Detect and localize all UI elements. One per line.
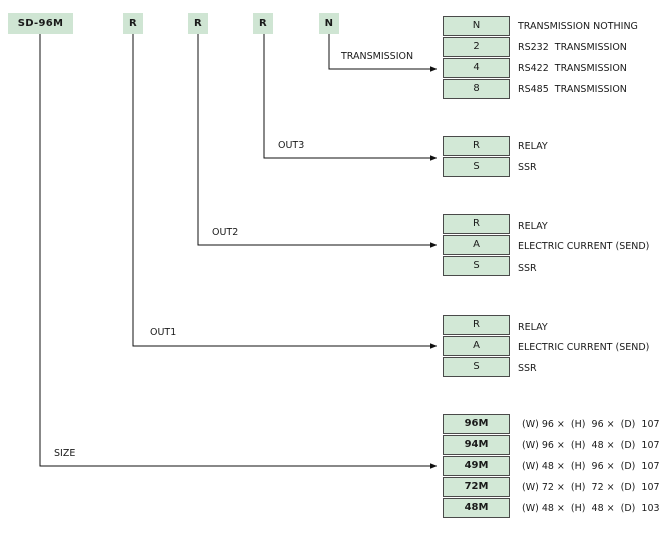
option-description: TRANSMISSION NOTHING	[518, 21, 638, 32]
option-description: RS232 TRANSMISSION	[518, 42, 627, 53]
out2-connector	[197, 34, 437, 248]
out2-code-text: R	[193, 18, 202, 29]
option-description: ELECTRIC CURRENT (SEND)	[518, 342, 650, 353]
out3-options: R S	[443, 136, 510, 178]
out3-code-box: R	[253, 13, 273, 34]
size-label: SIZE	[54, 448, 76, 459]
option-code-cell: 8	[443, 79, 510, 99]
option-code-cell: S	[443, 157, 510, 177]
size-dimensions: (W) 96 × (H) 96 × (D) 107	[522, 419, 660, 430]
transmission-label: TRANSMISSION	[341, 51, 414, 62]
out1-code-box: R	[123, 13, 143, 34]
out2-options: R A S	[443, 214, 510, 277]
option-code-cell: A	[443, 235, 510, 255]
option-code-cell: 4	[443, 58, 510, 78]
out2-label: OUT2	[212, 227, 239, 238]
out1-options: R A S	[443, 315, 510, 378]
size-code-cell: 96M	[443, 414, 510, 434]
model-code-text: SD-96M	[17, 18, 64, 29]
out1-code-text: R	[128, 18, 137, 29]
transmission-code-box: N	[319, 13, 339, 34]
option-code-cell: N	[443, 16, 510, 36]
size-options: 96M 94M 49M 72M 48M	[443, 414, 510, 519]
out2-code-box: R	[188, 13, 208, 34]
size-dimensions: (W) 96 × (H) 48 × (D) 107	[522, 440, 660, 451]
option-description: RS485 TRANSMISSION	[518, 84, 627, 95]
option-description: RELAY	[518, 221, 548, 232]
transmission-code-text: N	[324, 18, 334, 29]
size-code-cell: 49M	[443, 456, 510, 476]
out3-connector	[263, 34, 437, 161]
option-code-cell: R	[443, 315, 510, 335]
option-code-cell: R	[443, 136, 510, 156]
option-code-cell: S	[443, 357, 510, 377]
size-dimensions: (W) 72 × (H) 72 × (D) 107	[522, 482, 660, 493]
out1-connector	[132, 34, 437, 349]
option-description: SSR	[518, 162, 537, 173]
size-code-cell: 94M	[443, 435, 510, 455]
option-description: RS422 TRANSMISSION	[518, 63, 627, 74]
option-description: SSR	[518, 363, 537, 374]
option-description: ELECTRIC CURRENT (SEND)	[518, 241, 650, 252]
out1-label: OUT1	[150, 327, 177, 338]
transmission-options: N 2 4 8	[443, 16, 510, 100]
size-code-cell: 72M	[443, 477, 510, 497]
out3-label: OUT3	[278, 140, 305, 151]
model-code-box: SD-96M	[8, 13, 73, 34]
size-dimensions: (W) 48 × (H) 48 × (D) 103	[522, 503, 660, 514]
option-description: SSR	[518, 263, 537, 274]
option-code-cell: R	[443, 214, 510, 234]
option-description: RELAY	[518, 322, 548, 333]
option-code-cell: 2	[443, 37, 510, 57]
transmission-connector	[328, 34, 437, 72]
size-connector	[39, 34, 437, 469]
size-dimensions: (W) 48 × (H) 96 × (D) 107	[522, 461, 660, 472]
option-code-cell: A	[443, 336, 510, 356]
option-code-cell: S	[443, 256, 510, 276]
out3-code-text: R	[258, 18, 267, 29]
size-code-cell: 48M	[443, 498, 510, 518]
option-description: RELAY	[518, 141, 548, 152]
